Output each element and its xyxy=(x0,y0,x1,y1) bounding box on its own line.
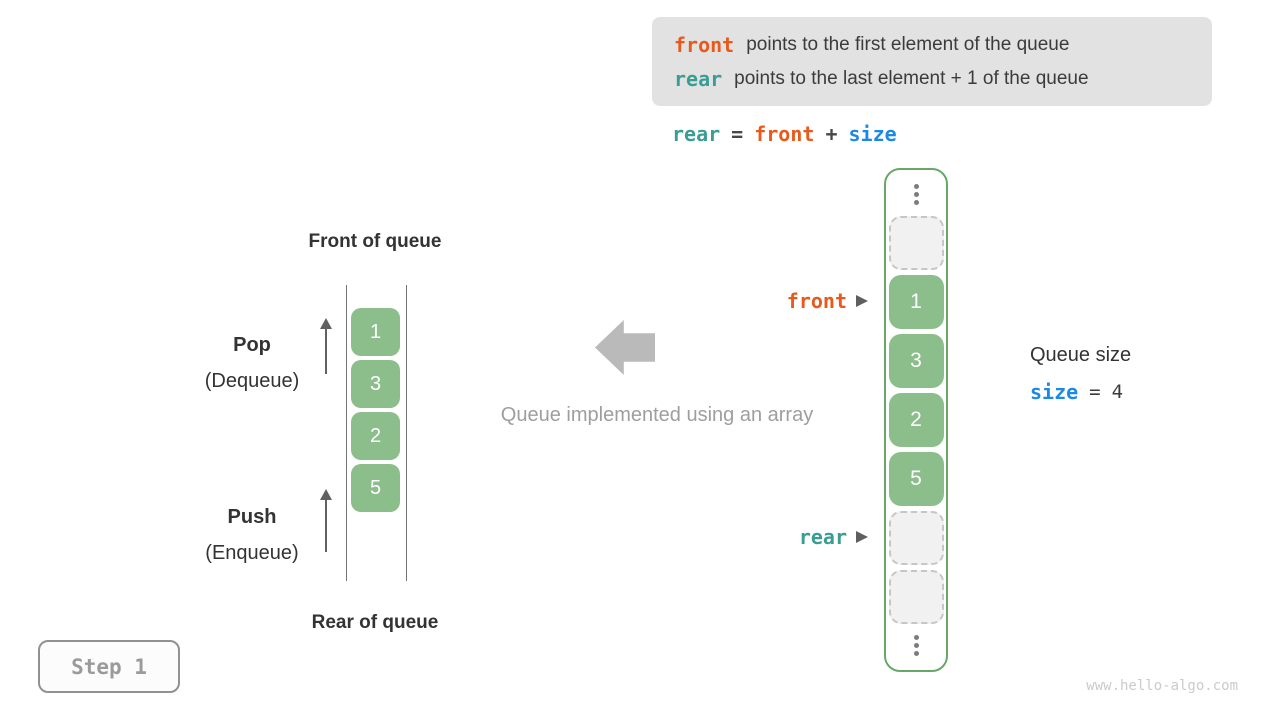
push-label: Push xyxy=(227,506,277,528)
front-pointer-arrow-icon xyxy=(856,295,868,307)
formula-front: front xyxy=(754,122,815,146)
array-cell-empty xyxy=(888,511,944,565)
pop-arrow-icon xyxy=(320,318,332,374)
front-description: points to the first element of the queue xyxy=(746,33,1070,55)
size-value: 4 xyxy=(1111,381,1124,403)
formula-rear: rear xyxy=(672,122,721,146)
queue-cell: 1 xyxy=(351,308,400,356)
array-cell: 2 xyxy=(888,393,944,447)
queue-size-equation: size = 4 xyxy=(1030,380,1131,404)
queue-size-annotation: Queue size size = 4 xyxy=(1030,344,1131,404)
watermark: www.hello-algo.com xyxy=(1086,678,1238,694)
queue-channel-right-line xyxy=(406,285,407,581)
rear-pointer: rear xyxy=(700,525,868,549)
front-pointer: front xyxy=(700,289,868,313)
dequeue-label: (Dequeue) xyxy=(204,370,300,392)
front-info-line: front points to the first element of the… xyxy=(674,33,1190,57)
vertical-ellipsis-icon xyxy=(913,184,919,205)
queue-cell: 5 xyxy=(351,464,400,512)
rear-of-queue-label: Rear of queue xyxy=(311,612,439,633)
front-keyword: front xyxy=(674,32,735,57)
pointer-formula: rear = front + size xyxy=(672,122,897,146)
rear-description: points to the last element + 1 of the qu… xyxy=(734,67,1089,89)
pointer-info-box: front points to the first element of the… xyxy=(652,17,1212,106)
queue-channel-left-line xyxy=(346,285,347,581)
array-cell-empty xyxy=(888,216,944,270)
push-arrow-icon xyxy=(320,489,332,552)
implementation-caption: Queue implemented using an array xyxy=(500,404,814,426)
array-cell: 3 xyxy=(888,334,944,388)
queue-cell: 3 xyxy=(351,360,400,408)
array-cell: 5 xyxy=(888,452,944,506)
pop-label: Pop xyxy=(233,334,271,356)
enqueue-label: (Enqueue) xyxy=(205,542,299,564)
step-badge: Step 1 xyxy=(38,640,180,693)
vertical-ellipsis-icon xyxy=(913,635,919,656)
array-cell: 1 xyxy=(888,275,944,329)
queue-cell: 2 xyxy=(351,412,400,460)
array-container: 1 3 2 5 xyxy=(884,168,948,672)
queue-size-label: Queue size xyxy=(1030,344,1132,366)
rear-info-line: rear points to the last element + 1 of t… xyxy=(674,67,1190,91)
left-block-arrow-icon xyxy=(595,320,655,375)
size-equals: = xyxy=(1089,381,1101,403)
front-pointer-label: front xyxy=(786,289,847,313)
formula-size: size xyxy=(848,122,897,146)
front-of-queue-label: Front of queue xyxy=(308,231,442,252)
rear-pointer-arrow-icon xyxy=(856,531,868,543)
formula-equals: = xyxy=(731,122,744,146)
size-keyword: size xyxy=(1030,380,1079,404)
array-cell-empty xyxy=(888,570,944,624)
rear-keyword: rear xyxy=(674,66,723,91)
formula-plus: + xyxy=(825,122,838,146)
rear-pointer-label: rear xyxy=(798,525,847,549)
